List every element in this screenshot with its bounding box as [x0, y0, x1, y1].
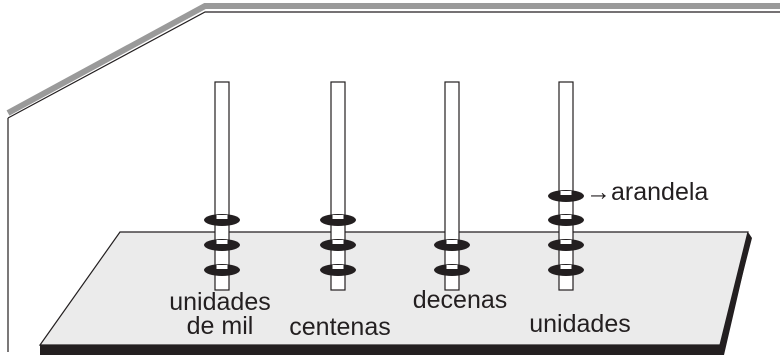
washer — [548, 264, 584, 276]
rod-highlight — [332, 265, 344, 269]
rod-highlight — [216, 215, 228, 219]
rod-label-line: de mil — [187, 312, 254, 340]
rod-highlight — [560, 240, 572, 244]
rod-highlight — [446, 265, 458, 269]
base-board — [38, 231, 752, 355]
rod — [330, 81, 346, 291]
callout: →arandela — [586, 178, 708, 206]
washer — [548, 214, 584, 226]
rod-highlight — [560, 215, 572, 219]
rod-highlight — [216, 265, 228, 269]
rod-highlight — [332, 240, 344, 244]
rod-highlight — [332, 215, 344, 219]
rod — [214, 81, 230, 291]
rod-group: decenas — [413, 81, 508, 314]
washer — [204, 214, 240, 226]
rod — [444, 81, 460, 291]
rod-label-line: centenas — [289, 313, 390, 341]
washer — [434, 264, 470, 276]
rod-label: unidades — [529, 310, 630, 338]
rod-highlight — [216, 240, 228, 244]
rod-label-line: unidades — [529, 310, 630, 338]
rod-group: centenas — [289, 81, 391, 341]
washer — [320, 264, 356, 276]
rod-label-line: decenas — [413, 286, 508, 314]
back-frame — [6, 3, 780, 352]
callout-label: →arandela — [586, 178, 708, 206]
rod — [558, 81, 574, 291]
washer — [204, 239, 240, 251]
rod-highlight — [560, 191, 572, 195]
rod-highlight — [560, 265, 572, 269]
washer — [204, 264, 240, 276]
washer — [548, 190, 584, 202]
rod-label: centenas — [289, 313, 390, 341]
washer — [320, 239, 356, 251]
washer — [434, 239, 470, 251]
washer — [320, 214, 356, 226]
rod-label: decenas — [413, 286, 508, 314]
washer — [548, 239, 584, 251]
rod-highlight — [446, 240, 458, 244]
rod-group: unidades — [529, 81, 631, 338]
rod-label-line: unidades — [169, 288, 270, 316]
